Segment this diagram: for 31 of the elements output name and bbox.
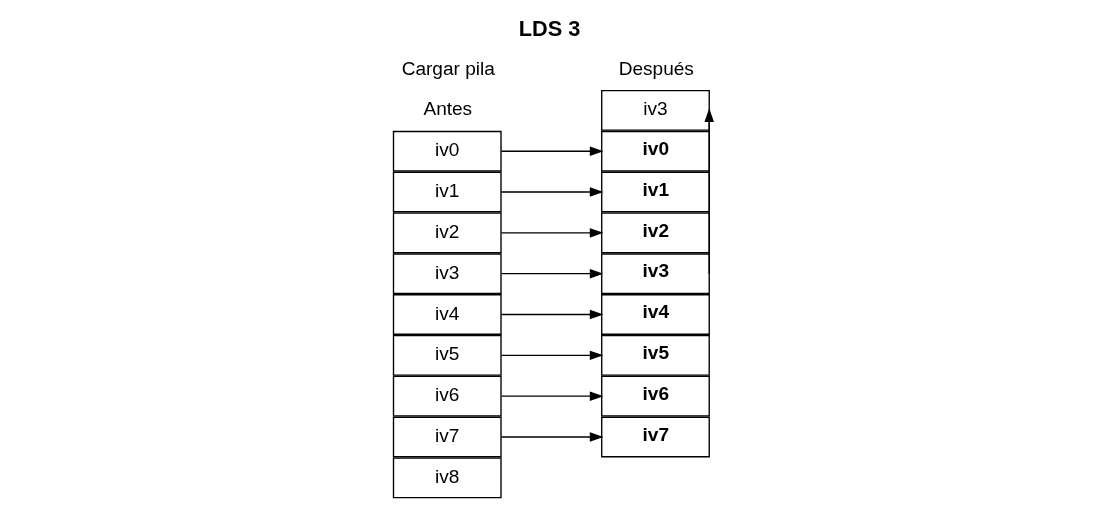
arrow <box>500 145 604 156</box>
label: Después <box>618 57 694 79</box>
diagram-title: LDS 3 <box>518 15 581 41</box>
node-box: iv2 <box>392 211 502 253</box>
node-box: iv0 <box>601 130 710 172</box>
node-box: iv3 <box>601 89 710 131</box>
node-box: iv7 <box>601 416 710 457</box>
node-box: iv1 <box>392 171 502 212</box>
arrow <box>500 350 604 360</box>
arrow <box>500 309 604 319</box>
node-box: iv0 <box>392 130 502 172</box>
arrow <box>500 390 604 401</box>
node-box: iv1 <box>601 171 710 212</box>
node-box: iv5 <box>601 334 710 376</box>
node-box: iv6 <box>392 375 502 417</box>
node-box: iv4 <box>601 293 710 335</box>
node-box: iv8 <box>392 456 502 498</box>
label: Antes <box>423 97 473 119</box>
arrow <box>500 227 604 238</box>
node-box: iv3 <box>392 252 502 294</box>
node-box: iv4 <box>392 293 502 335</box>
node-box: iv2 <box>601 211 710 253</box>
node-box: iv3 <box>601 252 710 294</box>
node-box: iv6 <box>601 375 710 417</box>
arrow <box>704 107 714 274</box>
arrow <box>500 186 604 197</box>
label: Cargar pila <box>401 57 495 79</box>
node-box: iv7 <box>392 416 502 457</box>
arrow <box>500 268 604 278</box>
node-box: iv5 <box>392 334 502 376</box>
arrow <box>500 431 604 442</box>
